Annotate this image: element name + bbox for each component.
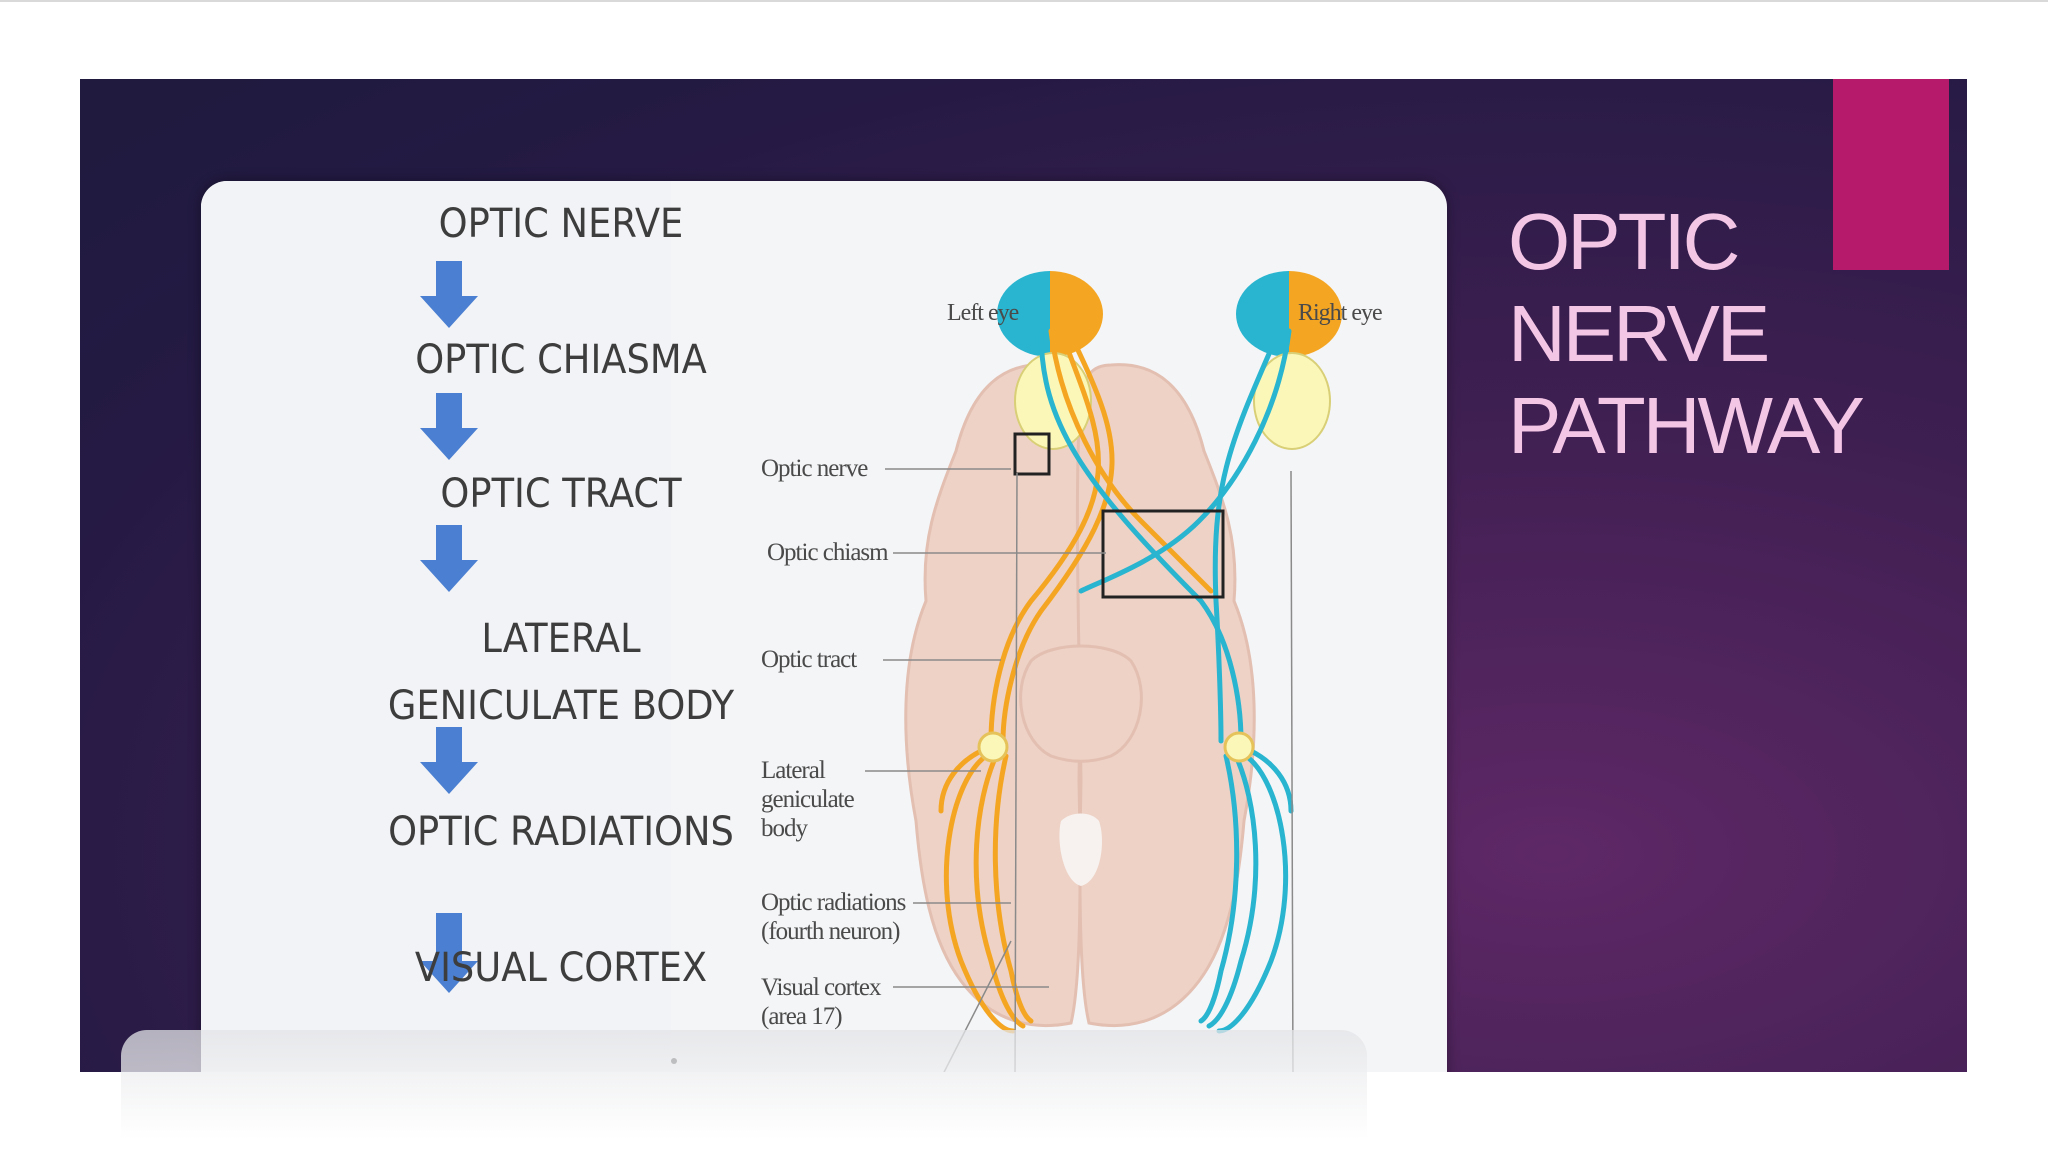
temporal-radiation-3 bbox=[992, 753, 1034, 1024]
label-optic-nerve: Optic nerve bbox=[761, 455, 868, 482]
flow-step-optic-chiasma: OPTIC CHIASMA bbox=[415, 337, 707, 383]
nasal-radiation-2 bbox=[1206, 753, 1259, 1029]
vertical-guide-right bbox=[1290, 470, 1294, 1072]
left-eye-nasal bbox=[997, 271, 1050, 357]
flow-step-lgb: LATERAL GENICULATE BODY bbox=[387, 616, 735, 729]
slide-background: OPTIC NERVE PATHWAY bbox=[80, 79, 1967, 1072]
label-optic-tract: Optic tract bbox=[761, 646, 857, 673]
label-visual-cortex: Visual cortex (area 17) bbox=[761, 974, 881, 1030]
nasal-fibers bbox=[1038, 328, 1294, 1034]
label-right-eye: Right eye bbox=[1298, 300, 1383, 326]
temporal-radiation-1 bbox=[943, 753, 1016, 1034]
flow-step-visual-cortex: VISUAL CORTEX bbox=[414, 945, 708, 991]
midbrain bbox=[1019, 644, 1143, 763]
ventricle bbox=[1059, 813, 1102, 886]
temporal-fiber-1 bbox=[1048, 328, 1214, 594]
right-eye-temporal bbox=[1289, 271, 1342, 357]
vertical-guide-left bbox=[1014, 472, 1018, 1072]
temporal-fiber-3 bbox=[1000, 328, 1115, 744]
flow-arrows bbox=[420, 261, 478, 993]
left-lgb bbox=[977, 731, 1009, 763]
diagram-card: OPTIC NERVE OPTIC CHIASMA OPTIC TRACT LA… bbox=[201, 181, 1447, 1072]
chiasm-highlight-box bbox=[1101, 509, 1225, 599]
nasal-fiber-1 bbox=[1078, 328, 1292, 594]
flow-step-optic-tract: OPTIC TRACT bbox=[440, 471, 682, 517]
flow-step-optic-radiations: OPTIC RADIATIONS bbox=[388, 809, 734, 855]
flow-arrow-3 bbox=[420, 525, 478, 592]
nerve-highlight-box bbox=[1013, 432, 1051, 476]
right-eye-nasal bbox=[1236, 271, 1289, 357]
temporal-radiation-4 bbox=[938, 748, 984, 814]
right-eye bbox=[1236, 271, 1342, 450]
label-left-eye: Left eye bbox=[947, 300, 1019, 326]
label-lgb: Lateral geniculate body bbox=[761, 757, 855, 842]
flow-step-optic-nerve: OPTIC NERVE bbox=[438, 201, 684, 247]
card-reflection bbox=[121, 1030, 1367, 1152]
right-hemisphere bbox=[1075, 363, 1256, 1027]
nasal-radiation-4 bbox=[1248, 748, 1294, 814]
label-optic-radiations: Optic radiations (fourth neuron) bbox=[761, 889, 906, 945]
temporal-fibers bbox=[938, 328, 1214, 1034]
flow-arrow-1 bbox=[420, 261, 478, 328]
accent-bar bbox=[1833, 79, 1949, 270]
right-lgb bbox=[1223, 731, 1255, 763]
label-optic-chiasm: Optic chiasm bbox=[767, 539, 889, 566]
flow-arrow-5 bbox=[420, 913, 478, 993]
flow-arrow-2 bbox=[420, 393, 478, 460]
nasal-fiber-3 bbox=[1212, 328, 1282, 744]
nasal-fiber-2 bbox=[1038, 328, 1244, 744]
top-border bbox=[0, 0, 2048, 2]
pathway-diagram bbox=[201, 181, 1342, 1072]
slide-title: OPTIC NERVE PATHWAY bbox=[1508, 197, 1865, 470]
temporal-fiber-2 bbox=[988, 328, 1101, 744]
temporal-radiation-2 bbox=[973, 753, 1026, 1029]
flow-arrow-4 bbox=[420, 727, 478, 794]
nasal-radiation-1 bbox=[1216, 753, 1289, 1034]
nasal-radiation-3 bbox=[1198, 753, 1240, 1024]
